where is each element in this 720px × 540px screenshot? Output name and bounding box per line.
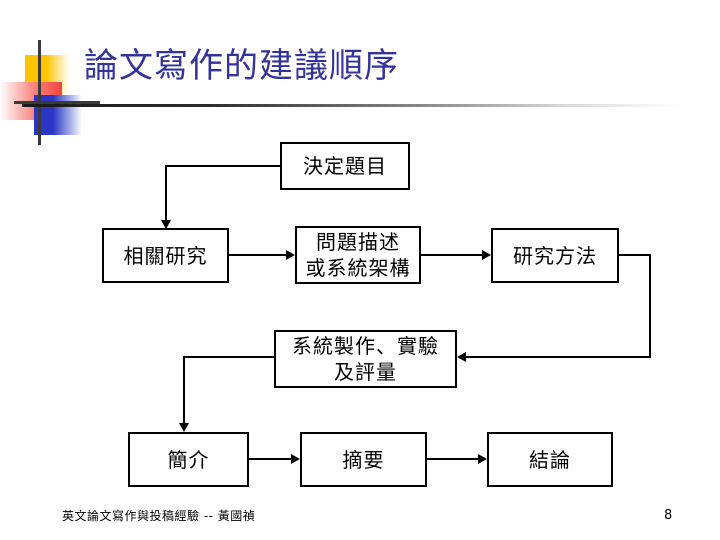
edge-method-to-system-vertical bbox=[649, 254, 651, 358]
edge-method-to-system-horizontal-bottom bbox=[466, 356, 651, 358]
flow-node-introduction[interactable]: 簡介 bbox=[128, 432, 249, 487]
edge-intro-to-abstract-arrowhead bbox=[291, 454, 300, 464]
edge-system-to-intro-vertical bbox=[183, 356, 185, 424]
flow-node-introduction-label: 簡介 bbox=[167, 447, 210, 472]
edge-topic-to-related-arrowhead bbox=[161, 220, 171, 229]
flow-node-system-implementation-line1: 系統製作、實驗 bbox=[292, 334, 439, 358]
edge-abstract-to-conclusion bbox=[427, 458, 479, 460]
flow-node-decide-topic[interactable]: 決定題目 bbox=[280, 142, 410, 190]
edge-related-to-problem bbox=[229, 254, 289, 256]
edge-system-to-intro-arrowhead bbox=[179, 423, 189, 432]
flow-node-related-research-label: 相關研究 bbox=[123, 243, 208, 268]
flow-node-problem-statement-line2: 或系統架構 bbox=[305, 256, 411, 280]
edge-problem-to-method-arrowhead bbox=[482, 250, 491, 260]
flow-node-system-implementation-line2: 及評量 bbox=[334, 360, 397, 384]
flow-node-system-implementation[interactable]: 系統製作、實驗 及評量 bbox=[274, 330, 457, 388]
deco-horizontal-bar bbox=[14, 101, 100, 104]
flow-node-problem-statement[interactable]: 問題描述 或系統架構 bbox=[295, 226, 421, 284]
flow-node-research-method-label: 研究方法 bbox=[513, 243, 597, 268]
footer-note: 英文論文寫作與投稿經驗 -- 黃國禎 bbox=[62, 509, 256, 523]
flow-node-problem-statement-line1: 問題描述 bbox=[316, 230, 400, 254]
flow-node-abstract[interactable]: 摘要 bbox=[300, 432, 427, 487]
edge-method-to-system-horizontal-top bbox=[619, 254, 651, 256]
title-divider-rule bbox=[22, 104, 682, 107]
edge-system-to-intro-horizontal bbox=[183, 356, 276, 358]
flow-node-research-method[interactable]: 研究方法 bbox=[491, 228, 619, 283]
edge-topic-to-related-horizontal bbox=[165, 165, 282, 167]
edge-problem-to-method bbox=[421, 254, 485, 256]
edge-abstract-to-conclusion-arrowhead bbox=[478, 454, 487, 464]
edge-topic-to-related-vertical bbox=[165, 165, 167, 228]
page-number: 8 bbox=[664, 508, 673, 523]
flow-node-conclusion-label: 結論 bbox=[529, 447, 571, 472]
flow-node-related-research[interactable]: 相關研究 bbox=[102, 228, 229, 283]
edge-method-to-system-arrowhead bbox=[457, 352, 466, 362]
decorative-logo-mark bbox=[0, 40, 110, 145]
flow-node-decide-topic-label: 決定題目 bbox=[303, 154, 387, 178]
edge-intro-to-abstract bbox=[249, 458, 295, 460]
edge-related-to-problem-arrowhead bbox=[286, 250, 295, 260]
deco-vertical-bar bbox=[38, 40, 41, 145]
slide-title: 論文寫作的建議順序 bbox=[84, 46, 399, 86]
flow-node-abstract-label: 摘要 bbox=[342, 447, 385, 472]
flow-node-conclusion[interactable]: 結論 bbox=[487, 432, 613, 487]
